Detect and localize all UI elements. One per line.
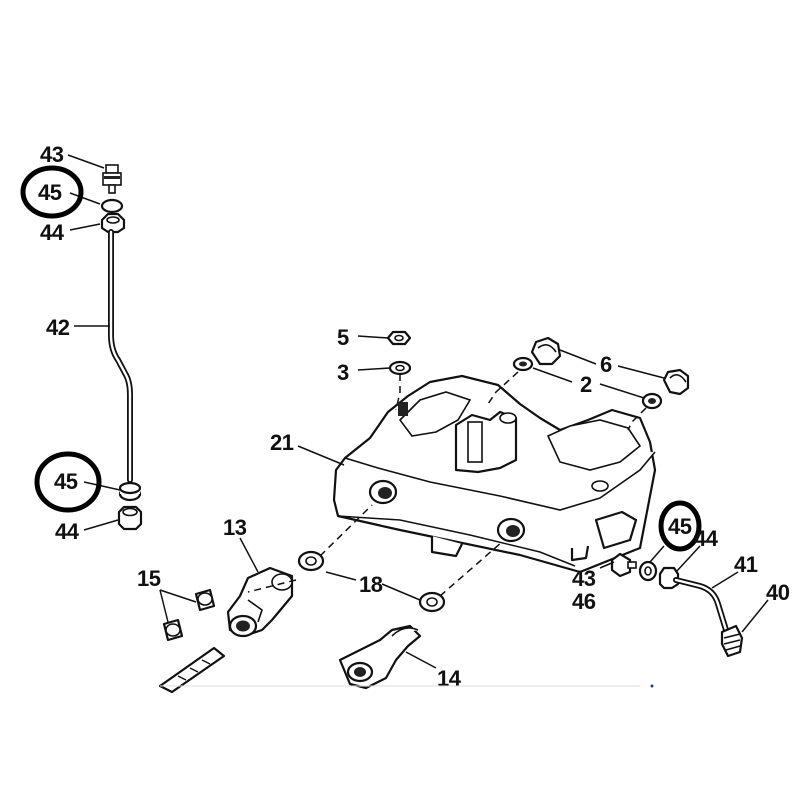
washer-45-mid: [118, 481, 142, 502]
leaders-rocker: [297, 335, 665, 466]
acorn-nut-6-right: [662, 368, 690, 396]
oil-line-assembly-right: [610, 552, 744, 658]
callout-5: 5: [337, 325, 349, 350]
oil-line-42: [108, 229, 133, 483]
callout-45-right: 45: [668, 514, 692, 539]
highlight-circle-right-45: [658, 500, 702, 552]
callout-45-mid: 45: [54, 469, 78, 494]
highlight-circle-mid-45: [34, 451, 102, 513]
callout-15: 15: [137, 566, 161, 591]
callout-6: 6: [600, 352, 612, 377]
callout-labels: 43 45 44 42 45 44 5 3 6 2 21 13 15 18 14…: [38, 142, 790, 691]
oil-line-assembly-left: [100, 164, 143, 531]
rocker-arm-14: [338, 624, 422, 690]
nut-44-mid: [117, 505, 143, 531]
callout-42: 42: [46, 315, 70, 340]
fitting-43-top: [102, 164, 122, 194]
callout-14: 14: [437, 666, 462, 691]
rocker-box-21: [332, 374, 657, 574]
callout-3: 3: [337, 360, 349, 385]
callout-43-top: 43: [40, 142, 64, 167]
callout-44-top: 44: [40, 220, 65, 245]
washer-45-top: [100, 198, 124, 214]
callout-44-mid: 44: [55, 519, 80, 544]
leaders-right: [599, 545, 769, 633]
callout-13: 13: [223, 515, 247, 540]
callout-44-right: 44: [694, 526, 719, 551]
bushing-15-upper: [194, 588, 216, 612]
bushing-15-lower: [162, 618, 184, 642]
washer-45-right: [638, 560, 658, 582]
leaders-left: [67, 154, 121, 531]
callout-18: 18: [359, 572, 383, 597]
washer-2-right: [641, 392, 663, 410]
washer-3: [388, 360, 412, 376]
acorn-nut-6-left: [530, 336, 562, 366]
callout-2: 2: [580, 372, 592, 397]
nut-44-right: [658, 566, 680, 590]
callout-43-right: 43: [572, 566, 596, 591]
nut-5: [386, 330, 412, 346]
rocker-arm-13: [226, 566, 294, 638]
washer-18-lower: [418, 591, 446, 613]
callout-45-top: 45: [38, 180, 62, 205]
callout-40: 40: [766, 580, 790, 605]
callout-21: 21: [270, 430, 294, 455]
nut-44-top: [100, 212, 126, 234]
fitting-40: [720, 624, 744, 658]
washer-18-upper: [297, 550, 325, 572]
fitting-43-right: [610, 552, 637, 578]
callout-41: 41: [734, 552, 758, 577]
highlight-circle-top-45: [20, 165, 84, 219]
leaders-lower: [159, 537, 437, 669]
blue-dot-mark: [650, 684, 654, 688]
callout-46: 46: [572, 589, 596, 614]
rocker-shaft: [158, 646, 226, 694]
washer-2-left: [512, 356, 534, 372]
